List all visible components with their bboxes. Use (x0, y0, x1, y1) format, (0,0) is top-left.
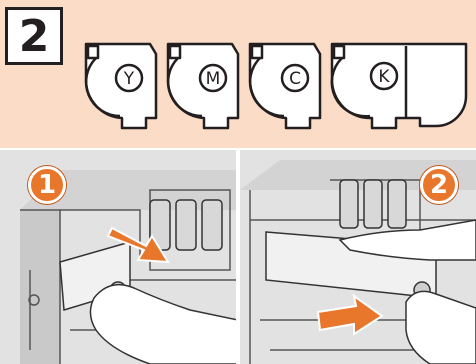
toner-slots-diagram: Y M C K (0, 0, 476, 148)
slot-label-m: M (206, 69, 221, 89)
step-number-box: 2 (5, 7, 63, 65)
slot-label-c: C (289, 69, 301, 89)
photo-panel-remove-2: 2 (240, 150, 476, 364)
toner-cartridge-y-icon (86, 44, 156, 128)
slot-label-y: Y (123, 69, 135, 89)
step-badge-2: 2 (420, 166, 458, 204)
slot-label-k: K (378, 67, 390, 87)
photo-panel-remove-1: 1 (0, 150, 238, 364)
toner-cartridge-c-icon (250, 44, 320, 128)
toner-cartridge-k-icon (332, 44, 466, 128)
toner-slot-band: Y M C K (0, 0, 476, 148)
toner-cartridge-m-icon (168, 44, 238, 128)
step-badge-1: 1 (28, 166, 66, 204)
